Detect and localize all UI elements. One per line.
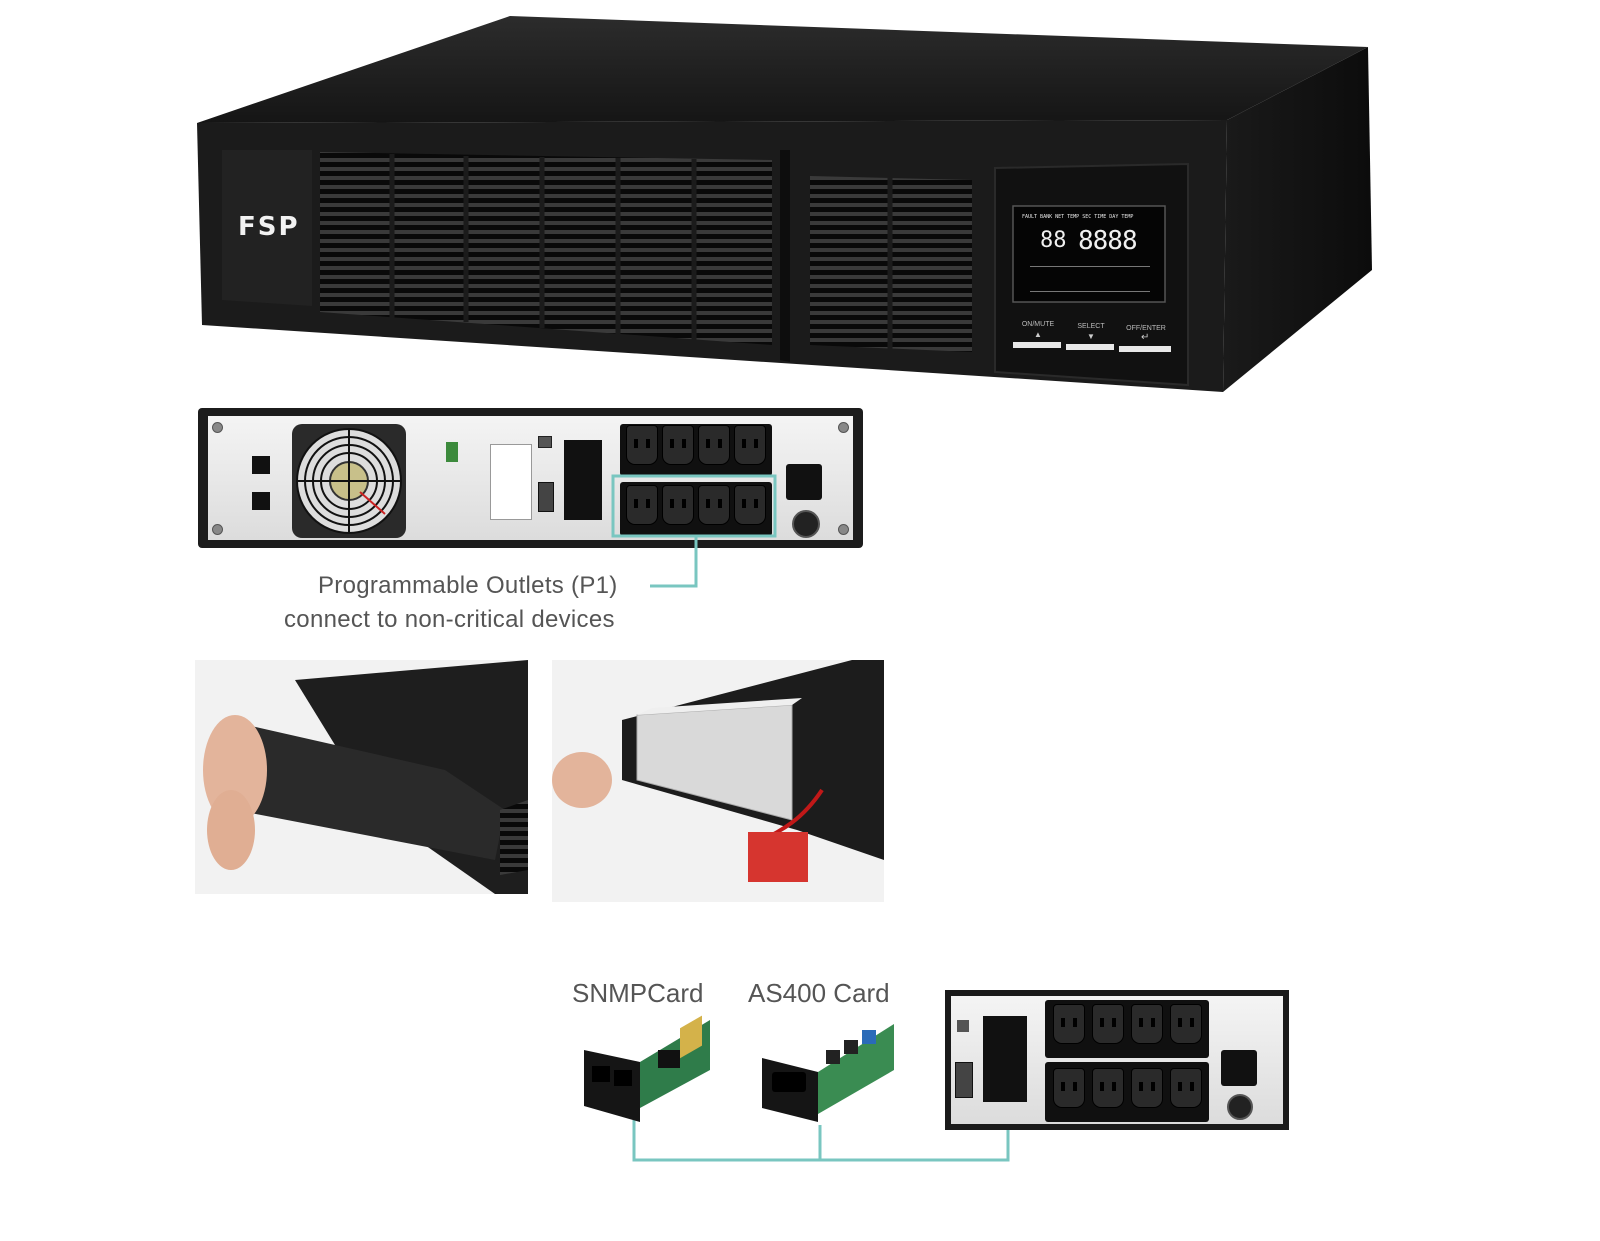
programmable-outlets-desc: connect to non-critical devices [284, 606, 615, 633]
zoom-top-outlet [1170, 1004, 1202, 1044]
zoom-bottom-outlet [1053, 1068, 1085, 1108]
brand-logo: FSP [238, 212, 300, 242]
select-label: SELECT [1077, 323, 1105, 330]
front-bezel-part [225, 720, 505, 860]
rear-critical-outlet [662, 425, 694, 465]
snmp-card-label: SNMPCard [572, 978, 704, 1008]
rear-programmable-outlet [662, 485, 694, 525]
zoom-circuit-breaker [1227, 1094, 1253, 1120]
hand-right [552, 752, 612, 808]
ups-front-unit [197, 16, 1372, 392]
zoom-usb-port [957, 1020, 969, 1032]
intelligent-slot [564, 440, 602, 520]
as400-card [762, 1024, 894, 1122]
circuit-breaker [792, 510, 820, 538]
rear-programmable-outlet [698, 485, 730, 525]
rear-panel-zoom [945, 990, 1289, 1130]
zoom-serial-port [955, 1062, 973, 1098]
photo-remove-front-panel [195, 660, 528, 894]
up-arrow-icon: ▲ [1034, 330, 1042, 339]
photo-replace-battery [552, 660, 884, 902]
zoom-bottom-outlet [1170, 1068, 1202, 1108]
lcd-digits-large: 8888 [1078, 226, 1138, 256]
zoom-top-outlet [1131, 1004, 1163, 1044]
lcd-flow-icons [1030, 266, 1150, 292]
enter-arrow-icon: ↵ [1141, 332, 1150, 343]
zoom-top-outlet [1053, 1004, 1085, 1044]
ac-inlet [786, 464, 822, 500]
zoom-bottom-outlet [1131, 1068, 1163, 1108]
zoom-top-outlet [1092, 1004, 1124, 1044]
battery-connector [748, 832, 808, 882]
down-arrow-icon: ▼ [1087, 332, 1095, 341]
rear-critical-outlet [626, 425, 658, 465]
select-button [1066, 344, 1114, 350]
rear-critical-outlet [698, 425, 730, 465]
zoom-ac-inlet [1221, 1050, 1257, 1086]
slot-cover-plate [490, 444, 532, 520]
cooling-fan [292, 424, 406, 538]
zoom-bottom-outlet [1092, 1068, 1124, 1108]
rear-programmable-outlet [626, 485, 658, 525]
lcd-status-row: FAULT BANK NET TEMP SEC TIME DAY TEMP [1022, 214, 1134, 220]
network-port-out [252, 492, 270, 510]
lcd-digits-small: 88 [1040, 228, 1067, 253]
zoom-intelligent-slot [983, 1016, 1027, 1102]
serial-port [538, 482, 554, 512]
front-vent-left [320, 152, 772, 345]
epo-connector [446, 442, 458, 462]
as400-card-label: AS400 Card [748, 978, 890, 1008]
network-port-in [252, 456, 270, 474]
rear-programmable-outlet [734, 485, 766, 525]
usb-port [538, 436, 552, 448]
off-enter-button [1119, 346, 1171, 352]
ups-side-surface [1223, 47, 1372, 392]
snmp-card [584, 1015, 710, 1122]
off-enter-label: OFF/ENTER [1126, 325, 1166, 332]
programmable-outlets-title: Programmable Outlets (P1) [318, 572, 618, 599]
rear-critical-outlet [734, 425, 766, 465]
on-mute-label: ON/MUTE [1021, 321, 1055, 328]
ups-top-surface [197, 16, 1368, 123]
on-mute-button [1013, 342, 1061, 348]
lcd-screen [1012, 205, 1166, 303]
